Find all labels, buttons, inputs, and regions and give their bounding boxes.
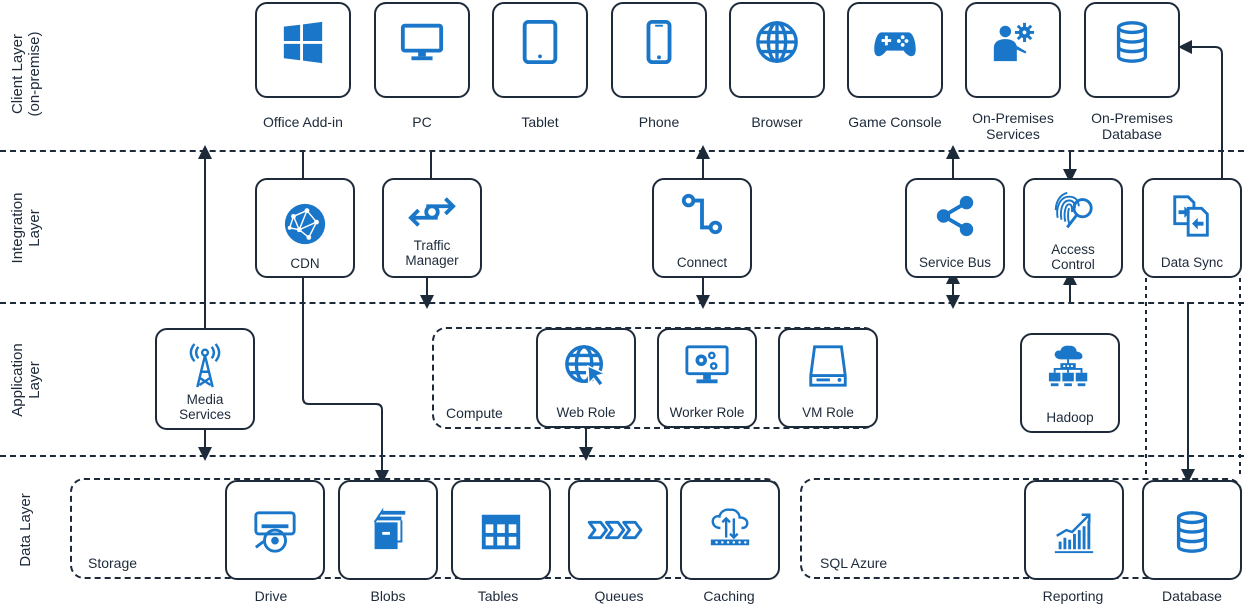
divider-integration-application (0, 302, 1244, 304)
boxes-icon (373, 507, 406, 550)
media-services-label: Media Services (179, 392, 231, 422)
monitor-gears-icon (685, 345, 729, 384)
phone-icon (646, 19, 672, 65)
caching-tile[interactable] (680, 480, 780, 580)
tablet-tile[interactable] (492, 2, 588, 98)
on-premises-database-label: On-Premises Database (1091, 110, 1173, 142)
cdn-label: CDN (290, 256, 320, 271)
on-premises-services-label: On-Premises Services (972, 110, 1054, 142)
gamepad-icon (874, 32, 916, 57)
access-control-tile[interactable]: Access Control (1023, 178, 1123, 278)
blobs-tile[interactable] (338, 480, 438, 580)
disk-drive-icon (254, 511, 296, 553)
cdn-tile[interactable]: CDN (255, 178, 355, 278)
office-add-in-tile[interactable] (255, 2, 351, 98)
globe-icon (756, 21, 798, 63)
service-bus-label: Service Bus (918, 255, 992, 270)
database-tile[interactable] (1142, 480, 1242, 580)
sql-azure-group-label: SQL Azure (820, 555, 888, 571)
traffic-manager-label: Traffic Manager (405, 238, 459, 268)
on-premises-services-tile[interactable] (965, 2, 1061, 98)
queues-tile[interactable] (568, 480, 668, 580)
connect-label: Connect (676, 255, 728, 270)
office-add-in-label: Office Add-in (263, 114, 343, 130)
share-icon (936, 195, 974, 237)
web-role-label: Web Role (556, 405, 616, 420)
divider-client-integration (0, 150, 1244, 152)
media-services-tile[interactable]: Media Services (155, 328, 255, 430)
bar-chart-icon (1054, 513, 1094, 554)
database-icon (1116, 21, 1148, 63)
tablet-icon (522, 19, 558, 65)
monitor-icon (400, 23, 444, 61)
network-globe-icon (284, 203, 326, 245)
game-console-label: Game Console (848, 114, 942, 130)
windows-icon (283, 21, 323, 64)
worker-role-tile[interactable]: Worker Role (657, 328, 757, 428)
phone-label: Phone (638, 114, 680, 130)
tablet-label: Tablet (521, 114, 559, 130)
queues-label: Queues (594, 588, 644, 604)
browser-label: Browser (751, 114, 803, 130)
access-control-label: Access Control (1051, 242, 1095, 272)
queue-icon (587, 520, 643, 540)
fingerprint-search-icon (1054, 191, 1093, 229)
traffic-arrows-icon (408, 197, 456, 227)
game-console-tile[interactable] (847, 2, 943, 98)
table-icon (481, 514, 521, 550)
cloud-network-icon (1048, 345, 1088, 387)
service-bus-tile[interactable]: Service Bus (905, 178, 1005, 278)
document-sync-icon (1173, 195, 1209, 237)
storage-group-label: Storage (88, 555, 138, 571)
database-icon (1176, 511, 1208, 553)
antenna-icon (189, 343, 221, 388)
pc-tile[interactable] (374, 2, 470, 98)
worker-role-label: Worker Role (669, 405, 745, 420)
reporting-label: Reporting (1042, 588, 1104, 604)
drive-icon (809, 345, 847, 387)
web-role-tile[interactable]: Web Role (536, 328, 636, 428)
drive-tile[interactable] (225, 480, 325, 580)
divider-application-data (0, 455, 1244, 457)
hadoop-tile[interactable]: Hadoop (1020, 333, 1120, 433)
caching-label: Caching (703, 588, 755, 604)
browser-tile[interactable] (729, 2, 825, 98)
tables-tile[interactable] (451, 480, 551, 580)
hadoop-label: Hadoop (1046, 410, 1094, 425)
phone-tile[interactable] (611, 2, 707, 98)
vm-role-tile[interactable]: VM Role (778, 328, 878, 428)
tables-label: Tables (477, 588, 519, 604)
on-premises-database-tile[interactable] (1084, 2, 1180, 98)
traffic-manager-tile[interactable]: Traffic Manager (382, 178, 482, 278)
compute-group-label: Compute (446, 405, 503, 421)
pc-label: PC (412, 114, 432, 130)
cloud-cache-icon (710, 508, 750, 546)
person-gear-icon (993, 22, 1035, 62)
blobs-label: Blobs (370, 588, 406, 604)
drive-label: Drive (254, 588, 288, 604)
reporting-tile[interactable] (1024, 480, 1124, 580)
globe-cursor-icon (565, 345, 608, 388)
connect-icon (681, 193, 723, 235)
database-label: Database (1162, 588, 1222, 604)
connect-tile[interactable]: Connect (652, 178, 752, 278)
data-sync-tile[interactable]: Data Sync (1142, 178, 1242, 278)
data-sync-label: Data Sync (1160, 255, 1224, 270)
vm-role-label: VM Role (802, 405, 854, 420)
